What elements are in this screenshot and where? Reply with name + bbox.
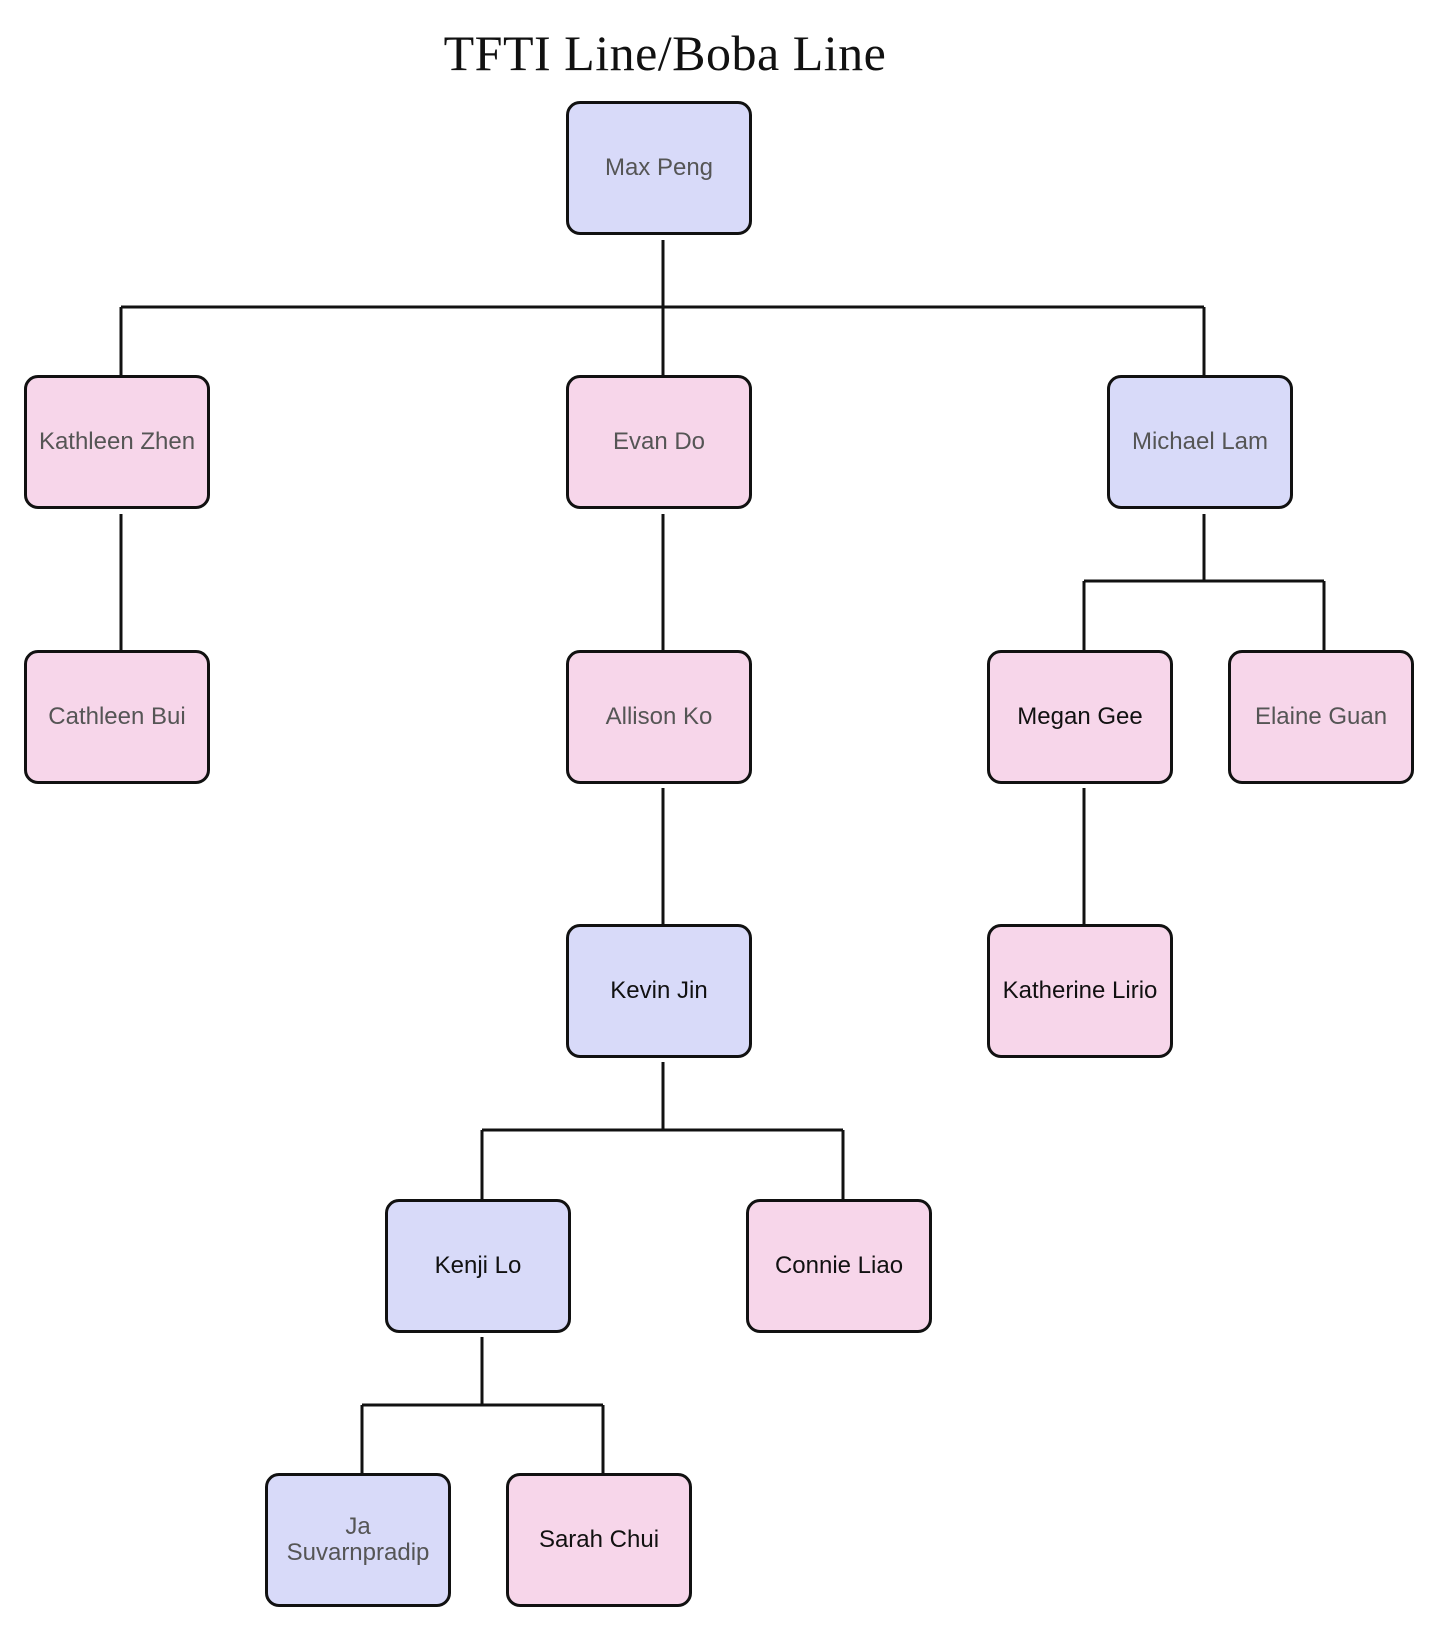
diagram-title: TFTI Line/Boba Line (443, 25, 887, 81)
connector-kevin-jin-children (480, 1062, 845, 1199)
connector-michael-lam-children (1082, 514, 1326, 650)
node-kevin-jin: Kevin Jin (566, 924, 752, 1058)
node-elaine-guan: Elaine Guan (1228, 650, 1414, 784)
node-evan-do: Evan Do (566, 375, 752, 509)
node-connie-liao: Connie Liao (746, 1199, 932, 1333)
connector-kenji-lo-children (360, 1337, 605, 1473)
node-kenji-lo: Kenji Lo (385, 1199, 571, 1333)
node-katherine-lirio: Katherine Lirio (987, 924, 1173, 1058)
node-cathleen-bui: Cathleen Bui (24, 650, 210, 784)
node-ja-suvarnpradip: Ja Suvarnpradip (265, 1473, 451, 1607)
connector-max-peng-children (119, 240, 1206, 375)
node-max-peng: Max Peng (566, 101, 752, 235)
node-michael-lam: Michael Lam (1107, 375, 1293, 509)
node-kathleen-zhen: Kathleen Zhen (24, 375, 210, 509)
node-allison-ko: Allison Ko (566, 650, 752, 784)
node-megan-gee: Megan Gee (987, 650, 1173, 784)
node-sarah-chui: Sarah Chui (506, 1473, 692, 1607)
